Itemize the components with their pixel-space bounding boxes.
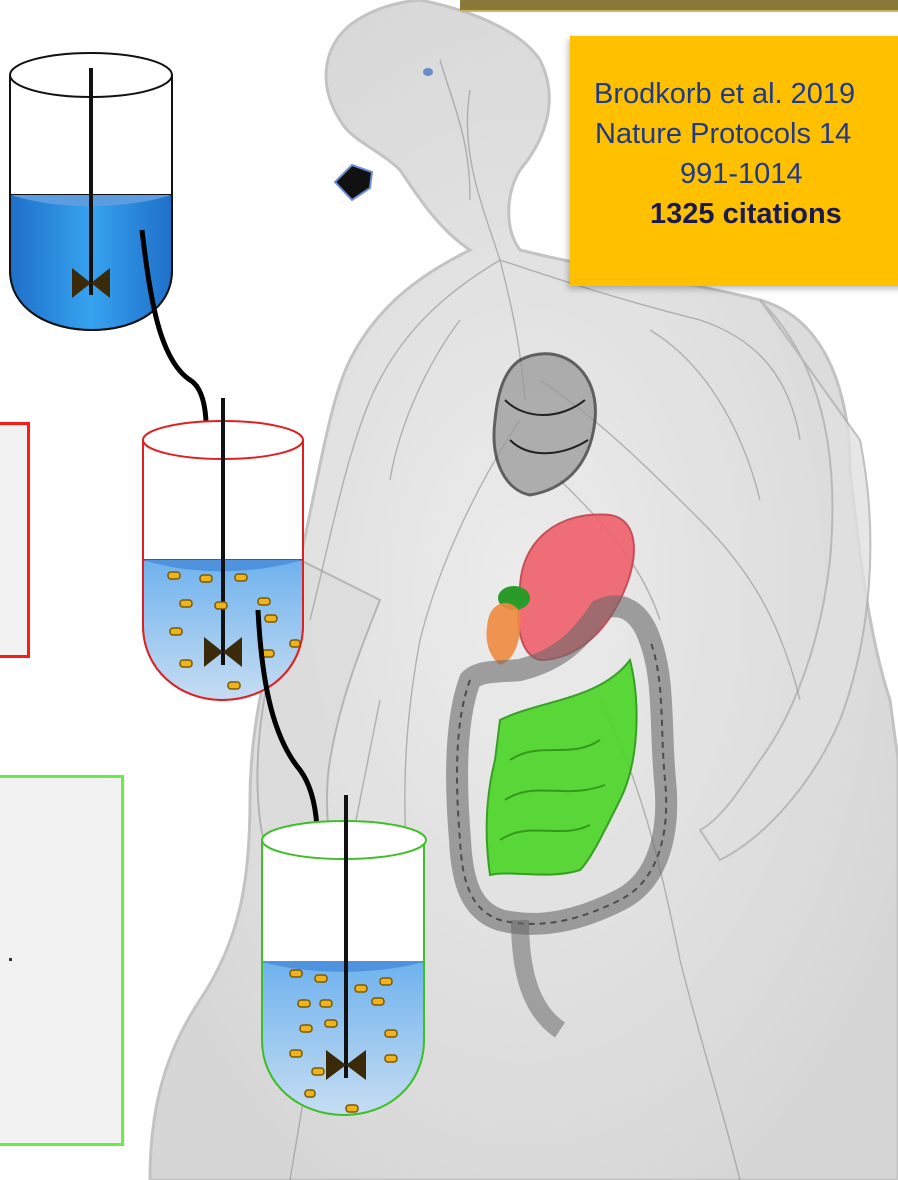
gastric-vessel (143, 398, 303, 700)
ear-marker (423, 68, 433, 76)
header-banner-edge (460, 0, 898, 12)
gastric-phase-panel (0, 422, 30, 658)
intestinal-phase-panel (0, 775, 124, 1146)
citation-box: Brodkorb et al. 2019 Nature Protocols 14… (570, 36, 898, 286)
mouth-marker (335, 165, 372, 200)
citation-journal: Nature Protocols 14 (570, 114, 898, 154)
intestinal-vessel (262, 795, 426, 1115)
citation-authors: Brodkorb et al. 2019 (570, 74, 898, 114)
panel-bullet (9, 958, 12, 961)
citation-count: 1325 citations (570, 194, 898, 234)
citation-pages: 991-1014 (570, 154, 898, 194)
